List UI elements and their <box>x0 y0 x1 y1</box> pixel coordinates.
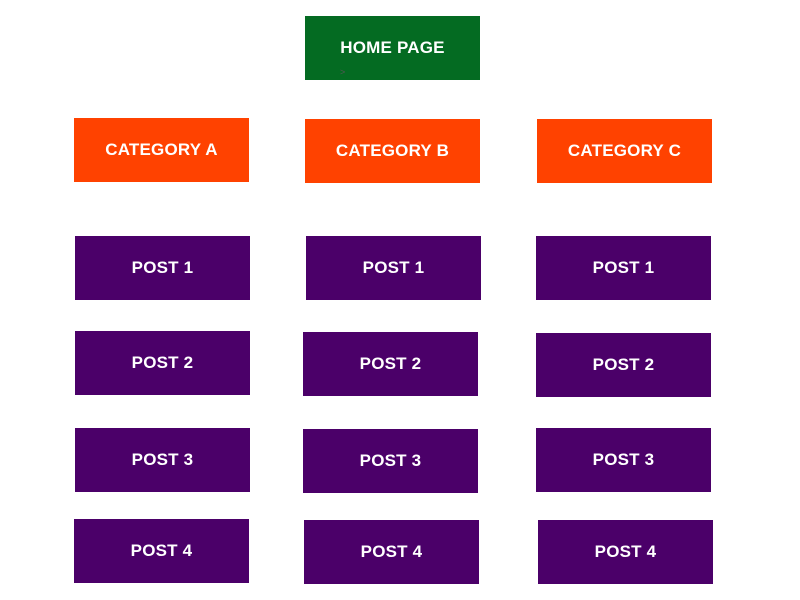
post-node-c4[interactable]: POST 4 <box>538 520 713 584</box>
post-label: POST 2 <box>592 355 655 374</box>
post-node-b4[interactable]: POST 4 <box>304 520 479 584</box>
home-page-label: HOME PAGE <box>340 38 445 57</box>
post-node-b1[interactable]: POST 1 <box>306 236 481 300</box>
post-node-a4[interactable]: POST 4 <box>74 519 249 583</box>
stray-mark: > <box>340 67 346 77</box>
post-label: POST 2 <box>131 353 194 372</box>
post-label: POST 4 <box>594 542 657 561</box>
post-node-a3[interactable]: POST 3 <box>75 428 250 492</box>
post-label: POST 3 <box>359 451 422 470</box>
post-node-c1[interactable]: POST 1 <box>536 236 711 300</box>
post-node-b3[interactable]: POST 3 <box>303 429 478 493</box>
post-label: POST 3 <box>131 450 194 469</box>
home-page-node[interactable]: HOME PAGE <box>305 16 480 80</box>
post-label: POST 4 <box>130 541 193 560</box>
post-node-a1[interactable]: POST 1 <box>75 236 250 300</box>
post-label: POST 3 <box>592 450 655 469</box>
post-label: POST 2 <box>359 354 422 373</box>
category-label: CATEGORY A <box>105 140 218 159</box>
category-c-node[interactable]: CATEGORY C <box>537 119 712 183</box>
post-node-c3[interactable]: POST 3 <box>536 428 711 492</box>
category-b-node[interactable]: CATEGORY B <box>305 119 480 183</box>
category-label: CATEGORY B <box>335 141 450 160</box>
post-node-a2[interactable]: POST 2 <box>75 331 250 395</box>
category-a-node[interactable]: CATEGORY A <box>74 118 249 182</box>
post-label: POST 1 <box>592 258 655 277</box>
post-label: POST 1 <box>131 258 194 277</box>
category-label: CATEGORY C <box>567 141 682 160</box>
post-node-c2[interactable]: POST 2 <box>536 333 711 397</box>
post-label: POST 1 <box>362 258 425 277</box>
post-label: POST 4 <box>360 542 423 561</box>
post-node-b2[interactable]: POST 2 <box>303 332 478 396</box>
